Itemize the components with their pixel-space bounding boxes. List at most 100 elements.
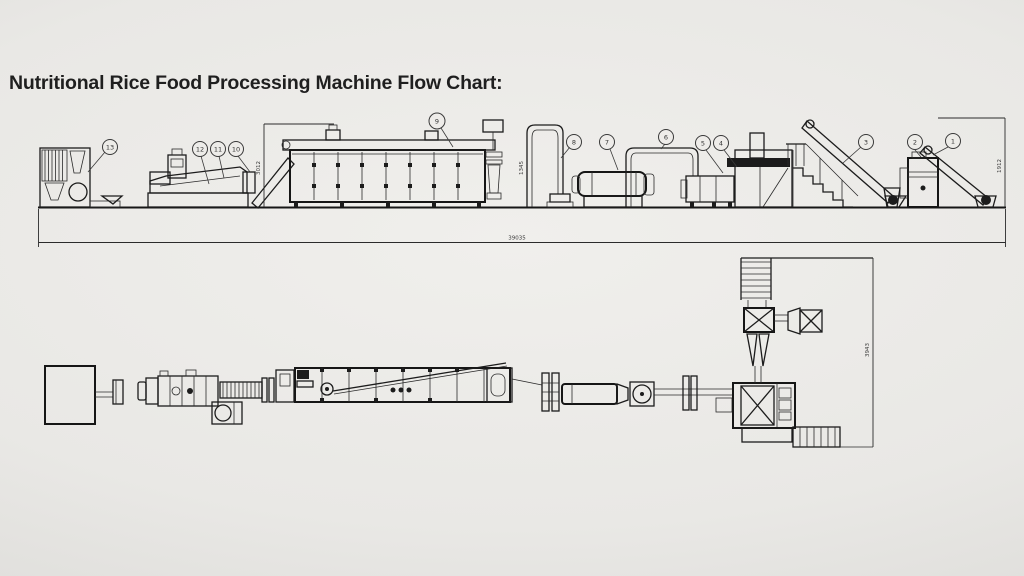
balloon-label: 13 bbox=[106, 144, 114, 152]
balloon-callouts: 13 12 11 10 9 bbox=[87, 112, 961, 185]
dryer-motor-cap bbox=[328, 124, 338, 131]
plan-pipes bbox=[654, 375, 733, 413]
stair-rail bbox=[805, 143, 859, 197]
plan-dryer-drive bbox=[297, 370, 309, 379]
conveyor-pulley bbox=[281, 140, 291, 150]
dimension-value: 39035 bbox=[508, 236, 526, 242]
screw-conveyor-3 bbox=[801, 119, 908, 208]
plan-flange bbox=[682, 375, 690, 411]
dryer-motor bbox=[325, 129, 341, 141]
mill-screen bbox=[41, 149, 68, 182]
mill-unit bbox=[39, 147, 124, 208]
plan-control-dial bbox=[214, 404, 232, 422]
plan-flange-set-a bbox=[541, 372, 560, 412]
mill-wheel bbox=[68, 182, 88, 202]
plan-link-line bbox=[511, 378, 543, 386]
balloon-label: 2 bbox=[913, 139, 917, 147]
plan-view: 3943 bbox=[44, 257, 874, 448]
balloon-label: 8 bbox=[572, 139, 576, 147]
screw-conveyor-1 bbox=[919, 145, 997, 208]
pipe-base bbox=[546, 201, 574, 208]
plan-elevator-base bbox=[732, 382, 873, 448]
stair-steps bbox=[793, 167, 853, 208]
extruder-barrel-line bbox=[159, 175, 241, 187]
mill-hatch bbox=[44, 150, 63, 181]
balloon-1: 1 bbox=[932, 133, 961, 156]
plan-drum-body bbox=[561, 383, 618, 405]
feeder-bowl bbox=[100, 195, 124, 205]
plan-blower bbox=[629, 381, 655, 407]
balloon-6: 6 bbox=[658, 129, 674, 150]
mill-hopper bbox=[69, 150, 86, 174]
dryer-body bbox=[289, 149, 486, 203]
platform-stairs bbox=[792, 143, 859, 208]
plan-control-box bbox=[211, 401, 243, 425]
plan-drum bbox=[561, 383, 629, 405]
plan-elevator-top bbox=[740, 257, 873, 383]
balloon-13: 13 bbox=[87, 139, 118, 173]
balloon-label: 4 bbox=[719, 140, 723, 148]
plan-dryer-drive-box bbox=[296, 380, 314, 388]
balloon-label: 7 bbox=[605, 139, 609, 147]
balloon-label: 10 bbox=[232, 146, 240, 154]
dimension-elevator-height: 1912 bbox=[938, 117, 1006, 207]
plan-dryer-endbox bbox=[486, 367, 513, 403]
conveyor-tube bbox=[919, 146, 989, 206]
balloon-label: 11 bbox=[214, 146, 222, 154]
plan-x-frame bbox=[740, 385, 775, 426]
extruder-body bbox=[149, 166, 248, 194]
dimension-value: 1345 bbox=[519, 161, 525, 175]
balloon-12: 12 bbox=[192, 141, 210, 185]
discharge-arch-pipe: 1345 bbox=[519, 124, 574, 208]
extruder-base bbox=[147, 192, 249, 208]
cooler-body bbox=[685, 175, 735, 203]
conveyor-tube bbox=[801, 120, 894, 204]
pipe-outer bbox=[526, 124, 564, 207]
plan-elevator-head bbox=[743, 307, 775, 333]
plan-blower-box bbox=[629, 381, 655, 407]
plan-dryer-body bbox=[294, 367, 511, 403]
plan-flange bbox=[690, 375, 698, 411]
plan-endbox-port bbox=[490, 373, 506, 397]
elevation-view: 39035 bbox=[38, 112, 1006, 247]
dryer-top-conveyor bbox=[282, 139, 496, 151]
hoist-column bbox=[749, 132, 765, 159]
flavoring-drum bbox=[571, 171, 655, 208]
cooler-feet bbox=[690, 202, 732, 207]
cabinet-top-box bbox=[911, 151, 927, 159]
plan-gearbox bbox=[145, 377, 159, 405]
dryer-outlet-chute bbox=[487, 164, 501, 194]
dimension-value: 1912 bbox=[997, 159, 1003, 173]
plan-pipe-stub bbox=[715, 397, 733, 413]
balloon-label: 3 bbox=[864, 139, 868, 147]
balloon-label: 1 bbox=[951, 138, 955, 146]
dimension-value: 3012 bbox=[256, 161, 262, 175]
balloon-3: 3 bbox=[842, 134, 874, 164]
plan-screw-hatch bbox=[222, 382, 260, 398]
pipe-inner bbox=[531, 129, 559, 207]
mill-base bbox=[89, 200, 121, 208]
plan-dryer bbox=[294, 362, 513, 403]
cabinet-bracket bbox=[899, 167, 909, 199]
conveyor-hub bbox=[888, 195, 898, 205]
plan-conveyor-line bbox=[333, 365, 508, 395]
extruder-hopper-cap bbox=[171, 148, 183, 156]
balloon-5: 5 bbox=[695, 135, 724, 174]
cabinet-funnel bbox=[883, 187, 901, 208]
balloon-4: 4 bbox=[713, 135, 738, 168]
plan-flange bbox=[261, 377, 268, 403]
conveyor-pulley bbox=[923, 145, 933, 155]
page-title: Nutritional Rice Food Processing Machine… bbox=[9, 72, 502, 94]
plan-stairs bbox=[792, 426, 873, 448]
plan-die-window bbox=[279, 373, 291, 387]
cabinet-body bbox=[907, 157, 939, 208]
plan-ladder-rungs bbox=[741, 261, 771, 299]
cooler-cap bbox=[680, 179, 688, 199]
plan-platform-outline bbox=[732, 382, 796, 429]
balloon-label: 6 bbox=[664, 134, 668, 142]
cabinet-knob bbox=[920, 185, 926, 191]
balloon-9: 9 bbox=[428, 112, 454, 148]
balloon-label: 5 bbox=[701, 140, 705, 148]
